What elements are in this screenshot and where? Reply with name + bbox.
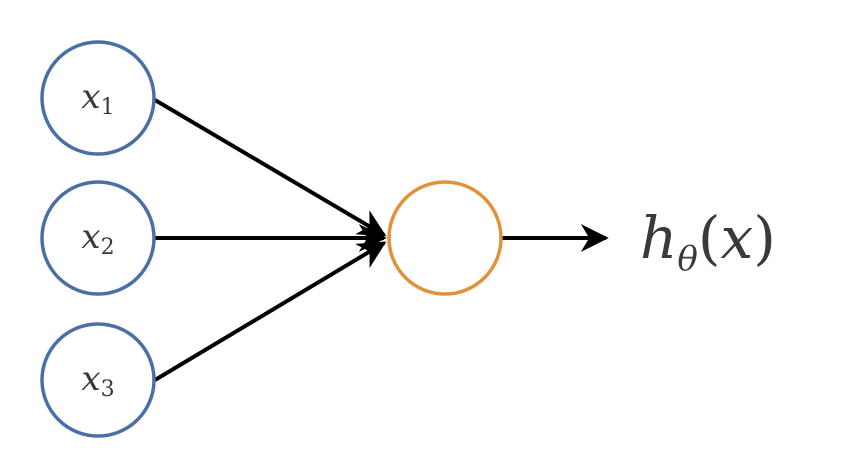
input-node-x1: x1	[40, 40, 156, 156]
input-node-circle	[40, 322, 156, 438]
edge-x3-to-neuron	[153, 241, 387, 382]
output-subscript: θ	[677, 239, 697, 279]
input-var: x	[81, 77, 100, 117]
output-func: h	[640, 204, 677, 272]
output-open-paren: (	[698, 204, 721, 272]
output-arg: x	[720, 204, 753, 272]
input-node-label: x2	[81, 217, 114, 260]
edge-x1-to-neuron	[153, 98, 387, 237]
input-node-x3: x3	[40, 322, 156, 438]
input-node-circle	[40, 180, 156, 296]
input-subscript: 2	[101, 235, 115, 260]
input-node-label: x3	[81, 359, 114, 402]
input-node-circle	[40, 40, 156, 156]
neuron-node	[387, 180, 503, 296]
input-subscript: 3	[101, 377, 115, 402]
input-node-label: x1	[81, 77, 114, 120]
output-label: hθ(x)	[640, 204, 776, 279]
input-node-x2: x2	[40, 180, 156, 296]
input-var: x	[81, 217, 100, 257]
input-var: x	[81, 359, 100, 399]
input-subscript: 1	[101, 95, 115, 120]
output-close-paren: )	[753, 204, 776, 272]
